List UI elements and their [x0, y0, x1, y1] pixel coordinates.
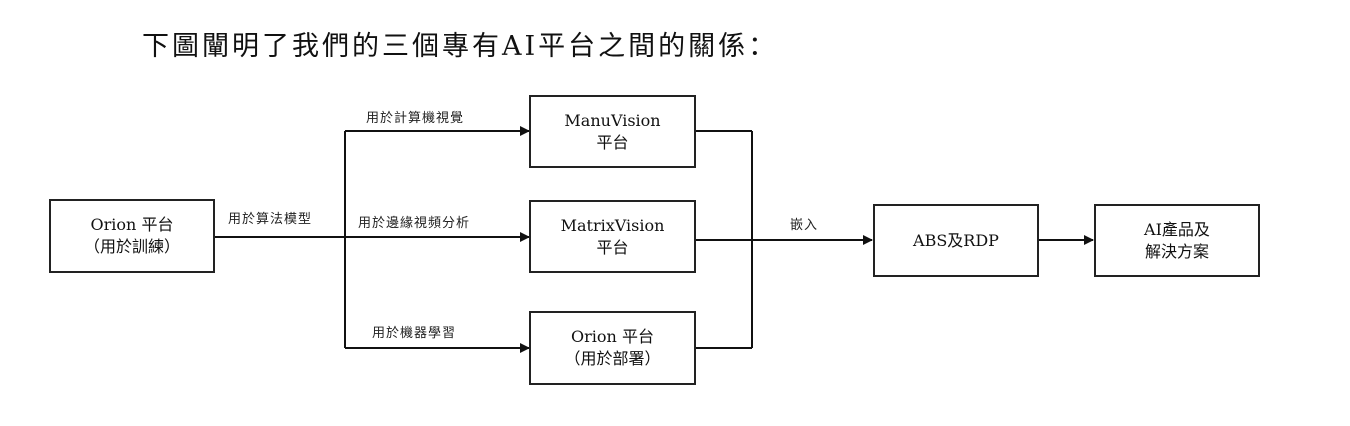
node-manuvision-line2: 平台	[596, 132, 629, 152]
page-title: 下圖闡明了我們的三個專有AI平台之間的關係：	[142, 31, 779, 62]
node-manuvision-line1: ManuVision	[564, 110, 661, 130]
node-orion-deploy-line1: Orion 平台	[571, 327, 654, 346]
node-abs-rdp: ABS及RDP	[873, 204, 1039, 277]
node-ai-products: AI產品及 解決方案	[1094, 204, 1260, 277]
node-orion-training: Orion 平台 （用於訓練）	[49, 199, 215, 273]
edge-label-algorithm-model: 用於算法模型	[228, 212, 313, 227]
node-matrixvision: MatrixVision 平台	[529, 200, 696, 273]
node-orion-training-line2: （用於訓練）	[83, 237, 180, 256]
node-matrixvision-line2: 平台	[596, 237, 629, 257]
node-manuvision: ManuVision 平台	[529, 95, 696, 168]
edge-label-video-analysis: 用於邊緣視頻分析	[358, 216, 471, 231]
node-orion-deploy-line2: （用於部署）	[564, 349, 661, 368]
node-ai-products-line1: AI產品及	[1144, 219, 1210, 239]
node-matrixvision-line1: MatrixVision	[560, 215, 665, 235]
node-orion-deploy: Orion 平台 （用於部署）	[529, 311, 696, 385]
node-ai-products-line2: 解決方案	[1144, 241, 1209, 261]
node-abs-rdp-line1: ABS及RDP	[913, 230, 999, 250]
edge-label-embed: 嵌入	[790, 218, 819, 233]
node-orion-training-line1: Orion 平台	[90, 215, 174, 234]
edge-label-machine-learning: 用於機器學習	[372, 326, 457, 341]
edge-label-computer-vision: 用於計算機視覺	[366, 111, 465, 126]
